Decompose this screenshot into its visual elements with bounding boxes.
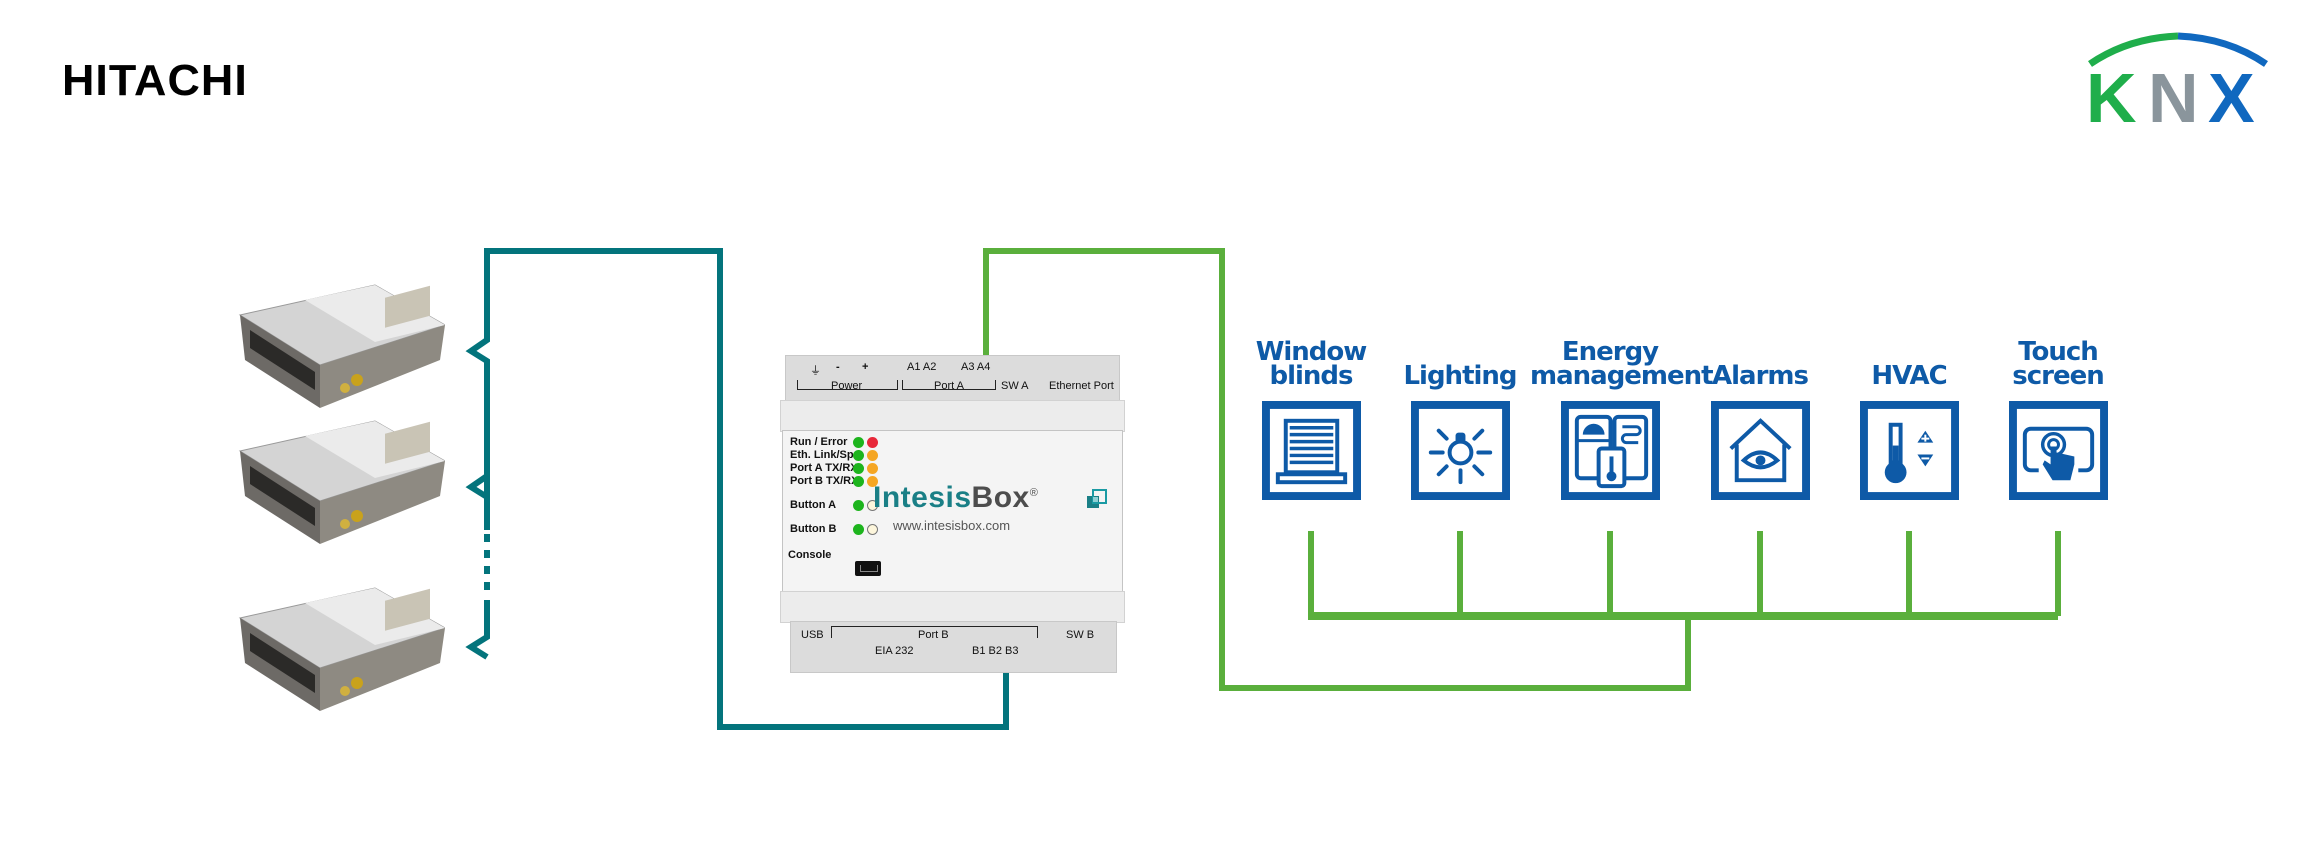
button-b[interactable] [867,524,878,535]
ground-symbol: ⏚ [810,365,821,377]
led-error [867,437,878,448]
led-port-a-tx [853,463,864,474]
led-port-b-tx [853,476,864,487]
window-blinds-icon [1262,401,1361,500]
indoor-unit-3 [238,587,445,711]
intesisbox-url: www.intesisbox.com [893,518,1011,533]
led-label-port-a: Port A TX/RX [790,462,858,474]
port-b-pins: B1 B2 B3 [972,645,1019,657]
function-title-alarms: Alarms [1680,340,1840,391]
gateway-lower-band [780,591,1125,623]
title-line1: Window [1255,337,1368,367]
gateway-top-terminals: ⏚ - + A1 A2 A3 A4 Power Port A SW A Ethe… [785,355,1120,402]
led-label-eth-link: Eth. Link/Spd [790,449,861,461]
ethernet-port-label: Ethernet Port [1049,380,1114,392]
led-button-a [853,500,864,511]
knx-arc-blue [2177,32,2268,67]
led-label-port-b: Port B TX/RX [790,475,859,487]
button-a[interactable] [867,500,878,511]
power-label: Power [831,380,863,392]
brand-intesis: Intesis [873,481,972,514]
sw-a-label: SW A [1001,380,1029,392]
led-label-button-a: Button A [790,499,837,511]
console-label: Console [788,549,832,561]
gateway-front-panel: Run / Error Eth. Link/Spd Port A TX/RX P… [782,430,1123,592]
teal-bus-main-line [465,248,1009,730]
led-port-a-rx [867,463,878,474]
gateway-upper-band [780,400,1125,432]
function-title-lighting: Lighting [1380,340,1540,391]
port-a-label: Port A [934,380,964,392]
title-line2: Alarms [1712,361,1809,391]
led-eth-link [853,450,864,461]
title-line1: Energy [1561,337,1659,367]
knx-logo: K N X [2086,32,2268,128]
registered-mark: ® [1029,487,1039,499]
gateway-bottom-terminals: USB Port B SW B EIA 232 B1 B2 B3 [790,621,1117,673]
port-a-pins-a3a4: A3 A4 [961,361,991,373]
teal-bus-end [465,600,490,660]
energy-meter-icon [1561,401,1660,500]
console-port[interactable] [855,561,881,576]
title-line1: Touch [2018,337,2099,367]
intesisbox-emblem-icon [1087,489,1107,508]
house-eye-icon [1711,401,1810,500]
hitachi-logo: HITACHI [62,56,248,105]
led-port-b-rx [867,476,878,487]
teal-bus [465,248,1009,730]
led-eth-spd [867,450,878,461]
port-a-pins-a1a2: A1 A2 [907,361,937,373]
plus-symbol: + [862,361,869,373]
teal-bus-segment [465,412,490,530]
port-b-bracket [831,626,1038,638]
usb-label: USB [801,629,824,641]
title-line2: blinds [1269,361,1353,391]
title-line2: HVAC [1871,361,1947,391]
knx-arc-green [2088,32,2179,67]
port-a-bracket [902,380,996,390]
thermostat-icon [1860,401,1959,500]
light-bulb-icon [1411,401,1510,500]
sw-b-label: SW B [1066,629,1095,641]
title-line2: Lighting [1403,361,1517,391]
touch-screen-icon [2009,401,2108,500]
green-bus [983,248,2061,691]
function-title-hvac: HVAC [1829,340,1989,391]
title-line2: management [1530,361,1714,391]
green-bus-main-line [983,248,1691,691]
knx-letter-k: K [2086,59,2137,128]
led-run [853,437,864,448]
knx-letter-x: X [2208,59,2255,128]
led-button-b [853,524,864,535]
power-bracket [797,380,898,390]
brand-box: Box [971,481,1030,514]
intesisbox-gateway: ⏚ - + A1 A2 A3 A4 Power Port A SW A Ethe… [780,355,1125,675]
intesisbox-logo: IntesisBox® [873,481,1038,515]
port-b-label: Port B [918,629,949,641]
eia-232-label: EIA 232 [875,645,914,657]
minus-symbol: - [836,361,840,373]
title-line2: screen [2012,361,2105,391]
led-label-button-b: Button B [790,523,837,535]
knx-letter-n: N [2148,59,2199,128]
indoor-unit-1 [238,284,445,408]
indoor-unit-2 [238,420,445,544]
led-label-run-error: Run / Error [790,436,848,448]
